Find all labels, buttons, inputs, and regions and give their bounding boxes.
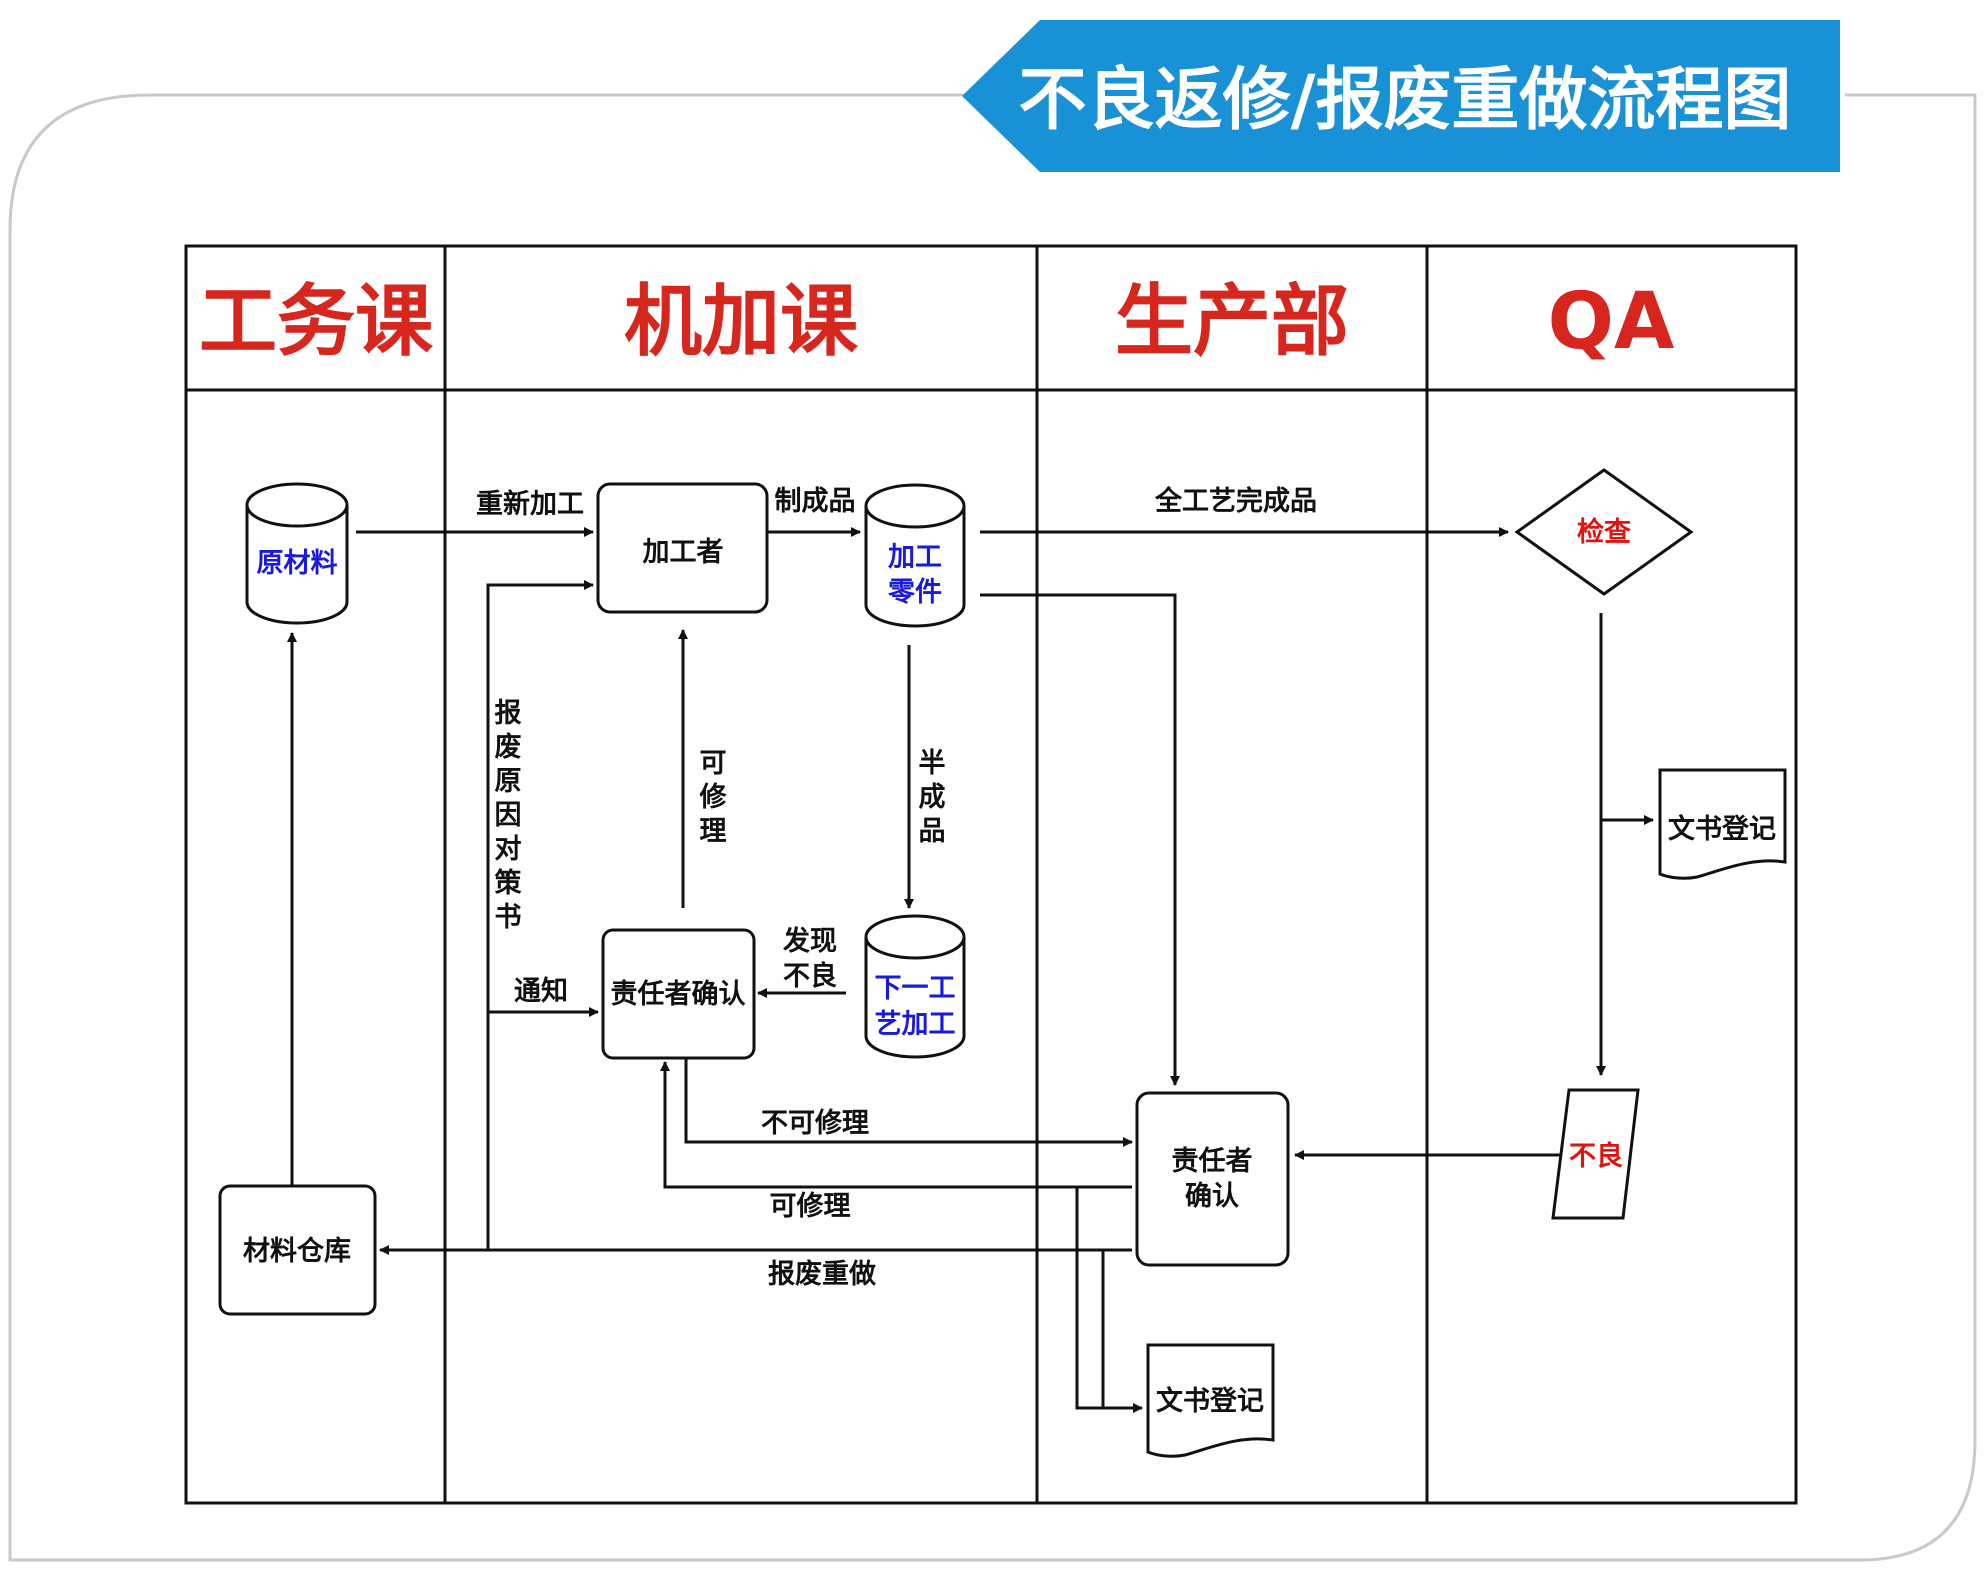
scrap-char-5: 对: [495, 834, 522, 865]
production-responsible-confirm-box: 责任者 确认: [1135, 1091, 1290, 1267]
parts-label-line2: 零件: [887, 577, 942, 608]
edge-label-repairable: 可修理: [770, 1191, 851, 1222]
scrap-char-2: 废: [495, 731, 522, 763]
lane-title-production: 生产部: [1115, 277, 1349, 367]
defect-label: 不良: [1569, 1140, 1623, 1172]
warehouse-box: 材料仓库: [218, 1184, 377, 1316]
edge-label-rework: 重新加工: [476, 488, 584, 520]
processor-box: 加工者: [596, 482, 769, 614]
edge-label-scrap-redo: 报废重做: [768, 1258, 876, 1290]
edge-label-all-process-done: 全工艺完成品: [1154, 485, 1317, 517]
edge-label-repairable-vertical: 可 修 理: [699, 748, 728, 847]
next-process-label-line2: 艺加工: [875, 1009, 956, 1040]
defect-parallelogram: 不良: [1551, 1088, 1640, 1220]
next-process-cylinder: 下一工 艺加工: [864, 914, 966, 1059]
edge-label-found-defect-line1: 发现: [782, 925, 837, 957]
raw-material-cylinder: 原材料: [245, 482, 349, 625]
production-confirm-label-line1: 责任者: [1172, 1146, 1253, 1177]
inspect-diamond: 检查: [1514, 468, 1694, 596]
qa-doc-register-label: 文书登记: [1668, 813, 1776, 845]
lane-title-engineering: 工务课: [199, 277, 434, 367]
parts-label-line1: 加工: [888, 542, 942, 573]
inspect-label: 检查: [1577, 516, 1631, 548]
edge-label-notify: 通知: [514, 976, 568, 1007]
semi-finished-char-1: 半: [919, 748, 946, 779]
production-doc-register-label: 文书登记: [1156, 1385, 1264, 1417]
machining-responsible-confirm-label: 责任者确认: [611, 978, 746, 1010]
machining-responsible-confirm-box: 责任者确认: [601, 928, 756, 1060]
edge-label-found-defect-line2: 不良: [783, 960, 837, 992]
semi-finished-char-2: 成: [919, 782, 946, 813]
background-frame: [8, 93, 1977, 1562]
semi-finished-char-3: 品: [919, 816, 946, 847]
scrap-char-1: 报: [495, 698, 522, 729]
qa-document-register: 文书登记: [1658, 768, 1787, 880]
edge-label-finished-product: 制成品: [775, 486, 856, 517]
edge-label-scrap-countermeasure: 报 废 原 因 对 策 书: [495, 698, 523, 933]
production-confirm-label-line2: 确认: [1185, 1180, 1239, 1212]
parts-cylinder: 加工 零件: [864, 483, 966, 628]
production-document-register: 文书登记: [1146, 1343, 1275, 1458]
swimlane-grid: [184, 244, 1798, 1505]
scrap-char-4: 因: [495, 800, 522, 831]
edge-label-semi-finished: 半 成 品: [919, 748, 946, 847]
next-process-label-line1: 下一工: [875, 973, 956, 1004]
scrap-char-6: 策: [495, 867, 523, 899]
warehouse-label: 材料仓库: [243, 1236, 351, 1267]
lane-title-qa: QA: [1548, 277, 1675, 367]
scrap-char-3: 原: [495, 766, 522, 797]
repairable-char-3: 理: [700, 816, 727, 847]
raw-material-label: 原材料: [257, 548, 338, 579]
repairable-char-2: 修: [699, 782, 728, 813]
title-banner: 不良返修/报废重做流程图: [962, 20, 1840, 172]
scrap-char-7: 书: [495, 902, 522, 933]
processor-label: 加工者: [643, 537, 724, 568]
edge-label-not-repairable: 不可修理: [761, 1108, 869, 1139]
repairable-char-1: 可: [700, 748, 727, 779]
lane-title-machining: 机加课: [624, 277, 859, 367]
connectors: [287, 527, 1654, 1413]
page-title: 不良返修/报废重做流程图: [1019, 61, 1792, 140]
